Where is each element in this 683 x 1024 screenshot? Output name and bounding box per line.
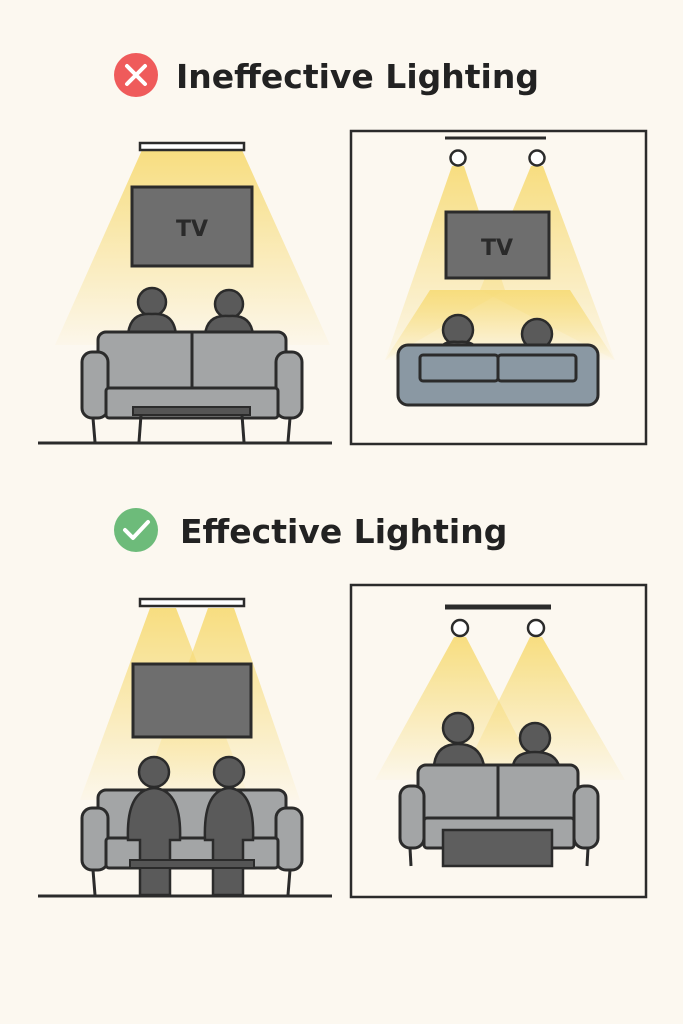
person-icon — [203, 288, 255, 337]
panel-frame — [349, 583, 648, 899]
spotlight-icon — [450, 618, 470, 638]
ceiling-light-icon — [138, 141, 246, 152]
person-icon — [511, 721, 561, 768]
ineffective-heading: Ineffective Lighting — [114, 53, 539, 97]
effective-right-scene — [349, 583, 648, 899]
spotlight-icon — [528, 149, 546, 167]
section-title: Effective Lighting — [180, 512, 507, 551]
section-title: Ineffective Lighting — [176, 57, 539, 96]
ineffective-right-scene: TV — [349, 129, 648, 446]
effective-left-scene — [38, 597, 332, 898]
person-icon — [432, 711, 486, 768]
tv-icon — [444, 210, 551, 280]
spotlight-icon — [449, 149, 467, 167]
ineffective-left-scene: TV — [38, 141, 332, 445]
tv-label: TV — [481, 236, 513, 261]
panel-frame — [349, 129, 648, 446]
tv-label: TV — [176, 217, 208, 242]
coffee-table-icon — [441, 828, 554, 868]
light-beam — [460, 637, 625, 780]
check-circle-icon — [114, 508, 158, 552]
light-pool — [385, 290, 615, 360]
sofa-icon — [396, 343, 600, 407]
coffee-table-icon — [129, 859, 255, 869]
spotlight-icon — [526, 618, 546, 638]
effective-heading: Effective Lighting — [114, 508, 507, 552]
sofa-icon — [80, 788, 304, 896]
person-icon — [126, 286, 178, 337]
coffee-table-icon — [132, 406, 251, 443]
ceiling-light-icon — [138, 597, 246, 608]
tv-icon — [130, 185, 254, 268]
tv-icon — [131, 662, 253, 739]
x-circle-icon — [114, 53, 158, 97]
sofa-icon — [80, 330, 304, 443]
